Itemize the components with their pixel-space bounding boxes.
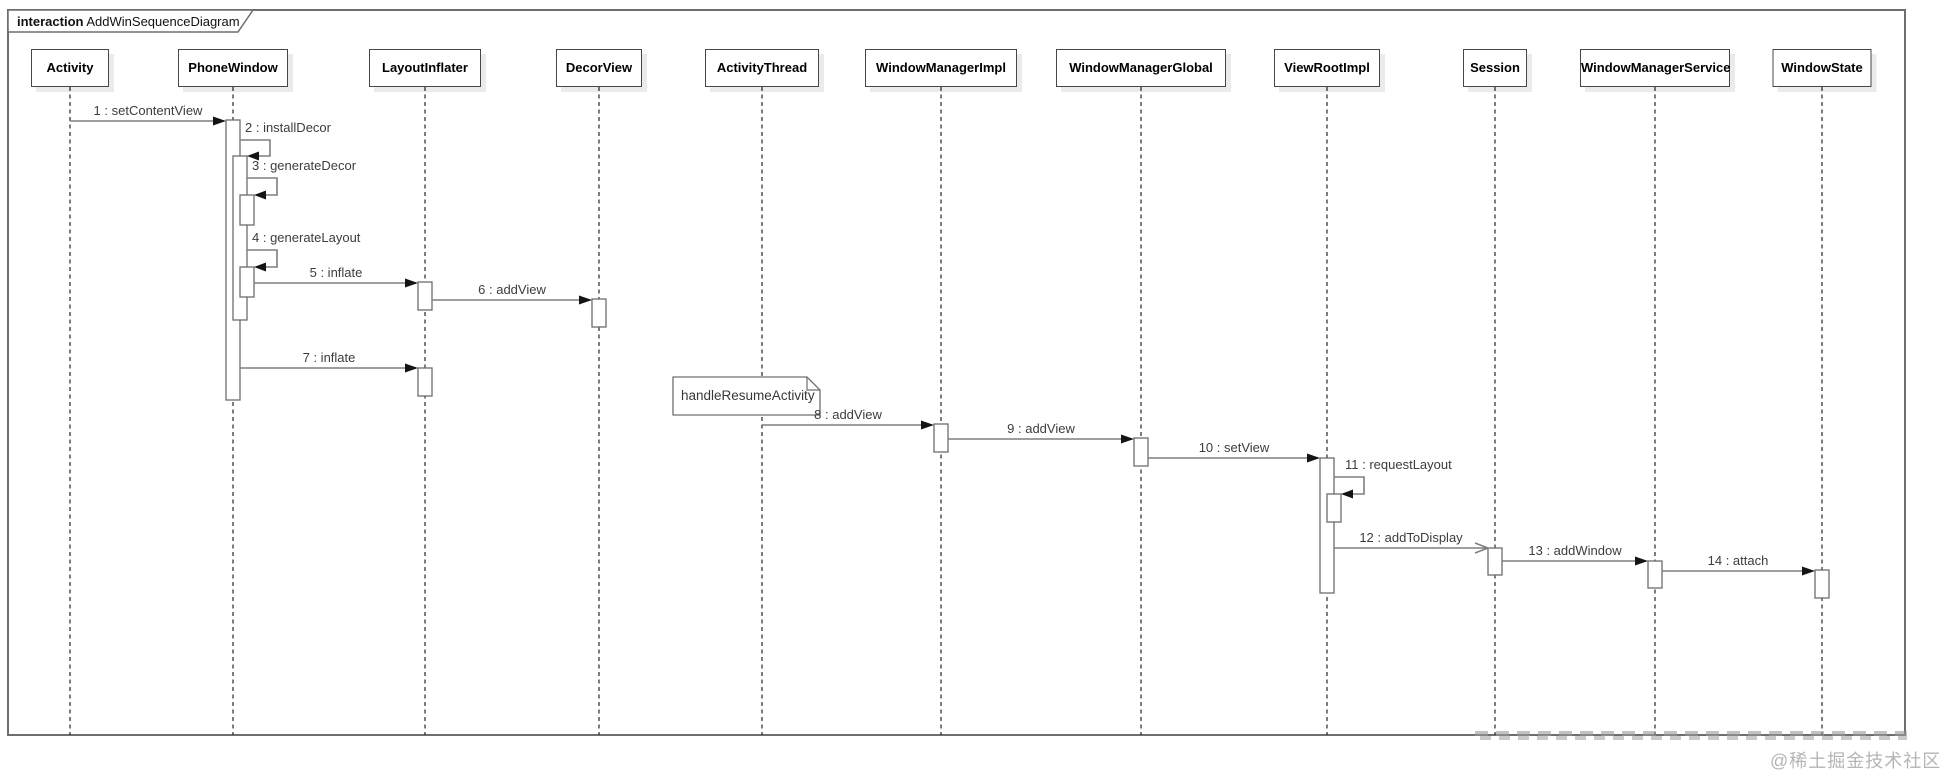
activation-bar: [591, 298, 607, 328]
frame-title-pentagon: [7, 9, 255, 33]
message-label-13: 13 : addWindow: [1528, 543, 1622, 558]
activation-bar: [933, 423, 949, 453]
message-4-arrow-icon: [254, 262, 266, 272]
lifeline-header-layout-inflater: LayoutInflater: [369, 49, 481, 87]
lifeline-header-session: Session: [1463, 49, 1527, 87]
message-label-2: 2 : installDecor: [245, 120, 331, 135]
note-text: handleResumeActivity: [681, 388, 815, 403]
lifeline-header-activity: Activity: [31, 49, 109, 87]
activation-bar: [1319, 457, 1335, 594]
frame-title-tab: interaction AddWinSequenceDiagram: [17, 14, 240, 29]
message-13-arrow-icon: [1635, 556, 1648, 566]
message-6-arrow-icon: [579, 295, 592, 305]
frame-keyword: interaction: [17, 14, 84, 29]
message-label-5: 5 : inflate: [309, 265, 363, 280]
message-label-11: 11 : requestLayout: [1345, 457, 1452, 472]
message-7-arrow-icon: [405, 363, 418, 373]
note-fold-icon: [806, 377, 820, 391]
message-label-12: 12 : addToDisplay: [1359, 530, 1463, 545]
activation-bar: [239, 194, 255, 226]
message-10-arrow-icon: [1307, 453, 1320, 463]
message-label-6: 6 : addView: [478, 282, 546, 297]
message-label-1: 1 : setContentView: [93, 103, 203, 118]
message-label-9: 9 : addView: [1007, 421, 1075, 436]
message-3-line: [247, 177, 278, 196]
lifeline-header-decor-view: DecorView: [556, 49, 642, 87]
message-label-4: 4 : generateLayout: [252, 230, 361, 245]
message-label-10: 10 : setView: [1198, 440, 1270, 455]
activation-bar: [1326, 493, 1342, 523]
lifeline-header-window-state: WindowState: [1772, 49, 1872, 87]
activation-bar: [1487, 547, 1503, 576]
message-label-7: 7 : inflate: [302, 350, 356, 365]
note-shape: [672, 376, 821, 416]
watermark-strip: [1475, 731, 1907, 741]
message-1-arrow-icon: [213, 116, 226, 126]
message-11-arrow-icon: [1341, 489, 1353, 499]
message-label-3: 3 : generateDecor: [252, 158, 357, 173]
activation-bar: [239, 266, 255, 298]
message-9-arrow-icon: [1121, 434, 1134, 444]
message-3-arrow-icon: [254, 190, 266, 200]
activation-bar: [417, 367, 433, 397]
lifeline-header-window-manager-service: WindowManagerService: [1580, 49, 1730, 87]
activation-bar: [1647, 560, 1663, 589]
message-label-14: 14 : attach: [1707, 553, 1769, 568]
frame-border: [7, 9, 1906, 736]
message-5-arrow-icon: [405, 278, 418, 288]
lifeline-header-view-root-impl: ViewRootImpl: [1274, 49, 1380, 87]
activation-bar: [1133, 437, 1149, 467]
lifeline-header-activity-thread: ActivityThread: [705, 49, 819, 87]
lifeline-header-phone-window: PhoneWindow: [178, 49, 288, 87]
message-11-line: [1334, 476, 1365, 495]
lifeline-header-window-manager-global: WindowManagerGlobal: [1056, 49, 1226, 87]
watermark-juejin: @稀土掘金技术社区: [1770, 751, 1942, 771]
activation-bar: [1814, 569, 1830, 599]
message-label-8: 8 : addView: [814, 407, 882, 422]
message-2-line: [240, 139, 271, 157]
message-14-arrow-icon: [1802, 566, 1815, 576]
message-8-arrow-icon: [921, 420, 934, 430]
message-2-arrow-icon: [247, 151, 259, 161]
frame-title-text: AddWinSequenceDiagram: [86, 14, 240, 29]
message-12-open-arrow-icon: [1474, 542, 1491, 554]
lifeline-header-window-manager-impl: WindowManagerImpl: [865, 49, 1017, 87]
message-4-line: [247, 249, 278, 268]
activation-bar: [417, 281, 433, 311]
